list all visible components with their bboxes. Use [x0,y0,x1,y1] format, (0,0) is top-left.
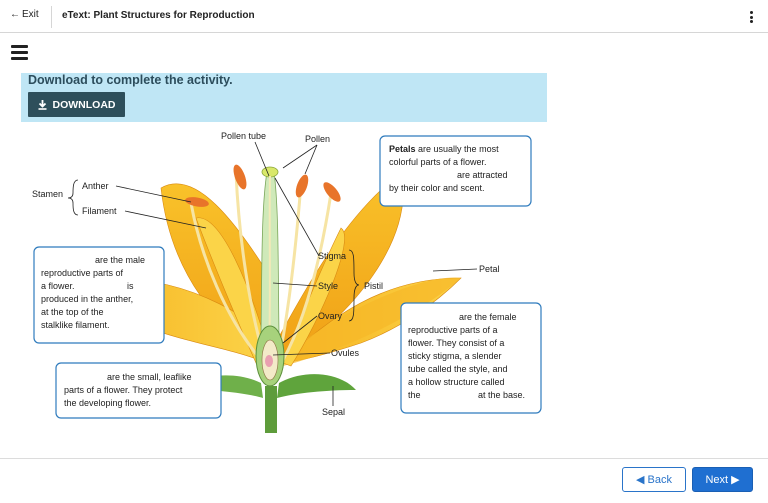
pistil-box-line: sticky stigma, a slender [408,351,502,361]
stamen-label: Stamen [32,189,63,199]
download-banner: Download to complete the activity. DOWNL… [21,73,547,122]
back-label: Back [647,473,672,486]
stamen-box-line: a flower. [41,281,75,291]
top-bar: ← Exit eText: Plant Structures for Repro… [0,0,768,33]
pollen-tube-label: Pollen tube [221,131,266,141]
flower-diagram: Pollen tube Pollen Stamen Anther Filamen… [21,128,547,438]
stamen-box-line: reproductive parts of [41,268,124,278]
exit-button[interactable]: ← Exit [10,9,39,20]
pistil-label: Pistil [364,281,383,291]
stamen-box-line: stalklike filament. [41,320,110,330]
stamen-box-line: is [127,281,134,291]
sepal-box-line: are the small, leaflike [107,372,192,382]
petals-box-line: by their color and scent. [389,183,485,193]
back-button[interactable]: ◀ Back [622,467,686,492]
pistil-box-line: reproductive parts of a [408,325,498,335]
pistil-box-line: at the base. [478,390,525,400]
sepal-box-line: the developing flower. [64,398,151,408]
ovules-label: Ovules [331,348,360,358]
pistil-box-line: flower. They consist of a [408,338,504,348]
next-label: Next [705,473,729,486]
pistil-box-line: are the female [459,312,517,322]
sepal-box-line: parts of a flower. They protect [64,385,183,395]
download-label: DOWNLOAD [52,98,116,111]
anther-label: Anther [82,181,109,191]
ovary-label: Ovary [318,311,343,321]
sepal-label: Sepal [322,407,345,417]
pistil-box-line: a hollow structure called [408,377,505,387]
petals-box-text: Petals are usually the most [389,144,499,154]
caret-left-icon: ◀ [636,474,645,486]
next-button[interactable]: Next ▶ [692,467,753,492]
petals-box-line: colorful parts of a flower. [389,157,487,167]
filament-label: Filament [82,206,117,216]
banner-text: Download to complete the activity. [28,73,233,87]
stamen-box-line: produced in the anther, [41,294,133,304]
menu-icon[interactable] [11,45,28,60]
petal-label: Petal [479,264,500,274]
exit-label: Exit [22,9,39,20]
arrow-left-icon: ← [10,9,20,20]
footer-divider [0,458,768,459]
divider [51,6,52,28]
stamen-box-line: at the top of the [41,307,104,317]
more-options-icon[interactable] [746,8,756,26]
download-icon [38,99,46,110]
pistil-box-line: the [408,390,421,400]
page-title: eText: Plant Structures for Reproduction [62,10,255,21]
caret-right-icon: ▶ [731,474,740,486]
flower-illustration: Pollen tube Pollen Stamen Anther Filamen… [32,131,542,433]
stamen-box-line: are the male [95,255,145,265]
petals-box-line: are attracted [457,170,508,180]
stigma-label: Stigma [318,251,346,261]
style-label: Style [318,281,338,291]
pollen-label: Pollen [305,134,330,144]
download-button[interactable]: DOWNLOAD [28,92,125,117]
pistil-box-line: tube called the style, and [408,364,508,374]
